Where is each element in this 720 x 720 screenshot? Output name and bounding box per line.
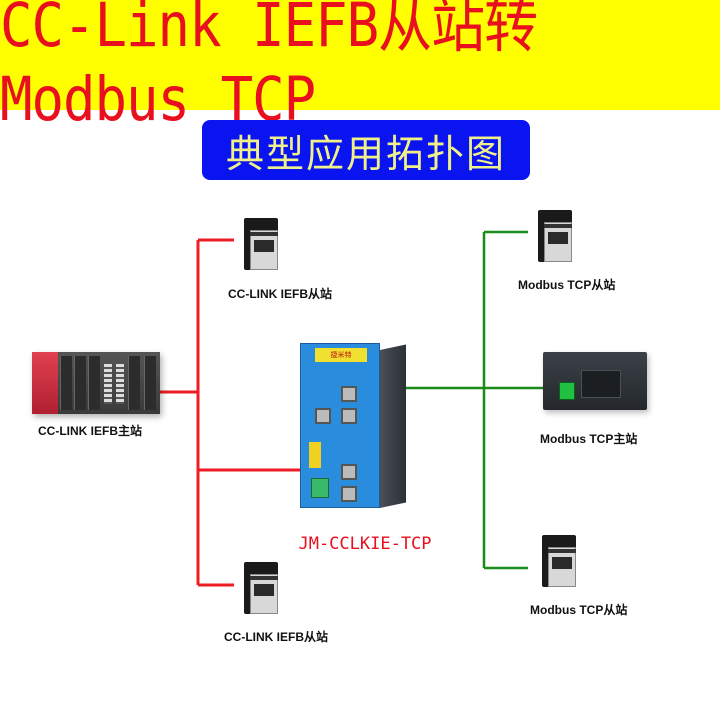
gateway-device-icon: 捷米特: [300, 343, 380, 508]
cclink-slave-label-1: CC-LINK IEFB从站: [228, 287, 332, 301]
cclink-network-lines: [158, 238, 300, 587]
gateway-brand: 捷米特: [315, 348, 367, 362]
servo-drive-icon: [238, 562, 278, 614]
title-banner: CC-Link IEFB从站转Modbus TCP: [0, 0, 720, 135]
compact-plc-icon: [543, 352, 647, 410]
gateway-model-label: JM-CCLKIE-TCP: [298, 534, 432, 554]
servo-drive-icon: [536, 535, 576, 587]
diagram-subtitle: 典型应用拓扑图: [225, 131, 506, 176]
cclink-slave-label-2: CC-LINK IEFB从站: [224, 630, 328, 644]
modbus-slave-label-2: Modbus TCP从站: [530, 603, 628, 617]
modbus-master-label: Modbus TCP主站: [540, 432, 638, 446]
gateway-side-panel: [380, 344, 406, 508]
servo-drive-icon: [238, 218, 278, 270]
mitsubishi-plc-icon: [32, 352, 160, 414]
modbus-slave-label-1: Modbus TCP从站: [518, 278, 616, 292]
modbus-network-lines: [406, 230, 543, 570]
cclink-master-label: CC-LINK IEFB主站: [38, 424, 142, 438]
servo-drive-icon: [532, 210, 572, 262]
subtitle-box: 典型应用拓扑图: [202, 120, 530, 180]
